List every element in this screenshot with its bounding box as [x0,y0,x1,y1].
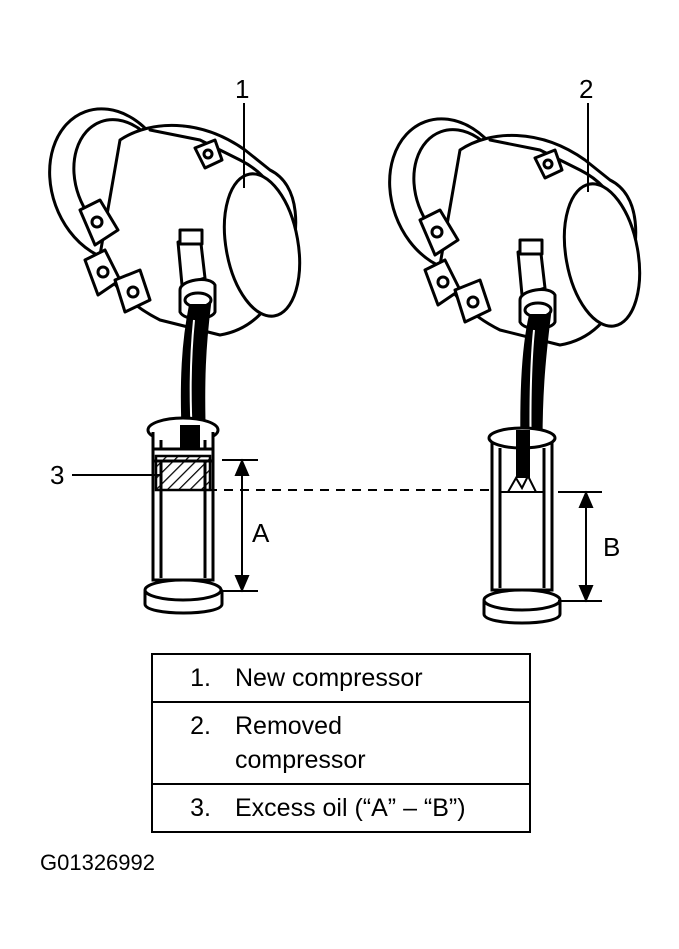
legend-number: 3. [190,794,211,822]
dimension-b-line [558,490,602,603]
legend-table: 1. New compressor 2. Removed compressor … [151,653,531,833]
removed-compressor-illustration [388,117,642,347]
dimension-a-line [222,458,258,593]
legend-row: 1. New compressor [151,653,531,703]
callout-1-label: 1 [235,74,249,104]
legend-row: 3. Excess oil (“A” – “B”) [151,783,531,833]
dimension-b-label: B [603,532,620,562]
callout-2-label: 2 [579,74,593,104]
dimension-a-label: A [252,518,270,548]
legend-number: 1. [190,664,211,692]
legend-text: Excess oil (“A” – “B”) [235,794,466,822]
new-compressor-illustration [48,107,302,337]
legend-text: New compressor [235,664,423,692]
legend-text: Removed compressor [235,712,366,774]
excess-oil-layer [154,454,212,492]
legend-row: 2. Removed compressor [151,701,531,785]
figure-id: G01326992 [40,850,155,875]
callout-3-label: 3 [50,460,64,490]
legend-number: 2. [190,712,211,740]
